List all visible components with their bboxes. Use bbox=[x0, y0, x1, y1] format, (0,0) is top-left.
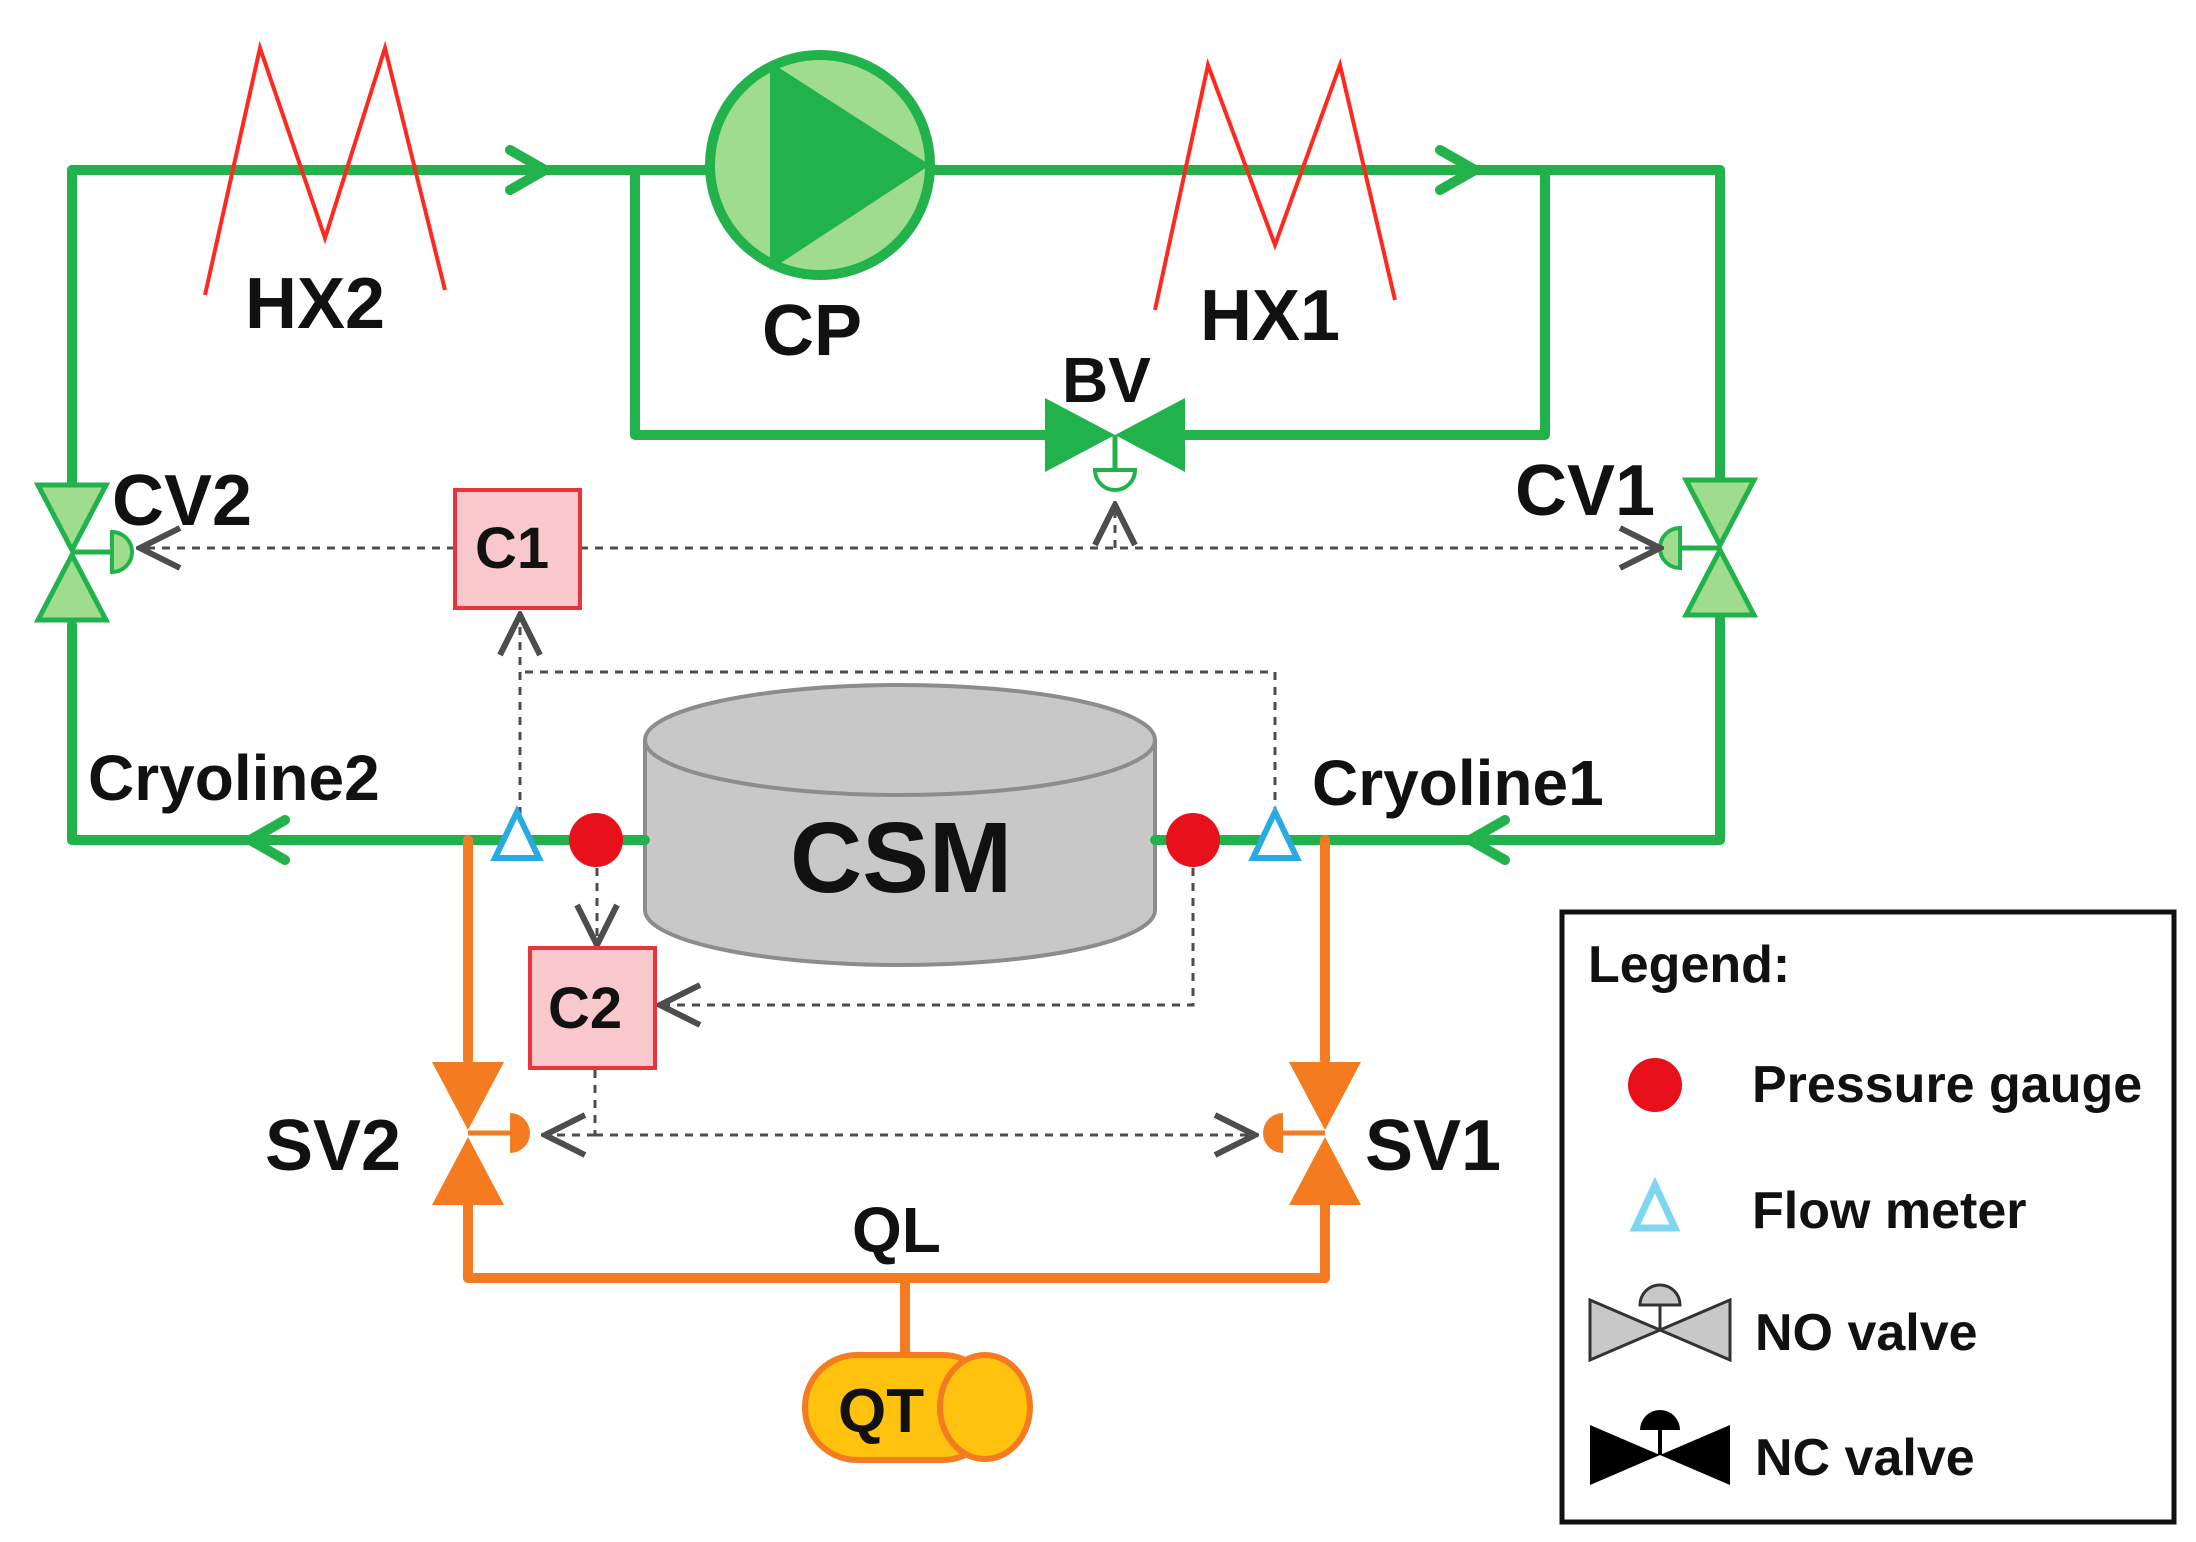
control-signals bbox=[140, 505, 1660, 1135]
csm-cryostat bbox=[643, 683, 1157, 967]
legend: Legend: Pressure gauge Flow meter NO val… bbox=[1559, 909, 2177, 1525]
qt-label: QT bbox=[838, 1377, 924, 1446]
cv1-label: CV1 bbox=[1515, 451, 1655, 531]
pressure-gauge-left bbox=[569, 813, 623, 867]
cp-label: CP bbox=[762, 291, 862, 371]
pressure-gauge-right bbox=[1166, 813, 1220, 867]
cv1-valve bbox=[1658, 477, 1759, 618]
controller-c2 bbox=[528, 946, 657, 1070]
legend-item-nc-valve: NC valve bbox=[1755, 1429, 1975, 1487]
circulation-pump bbox=[705, 50, 935, 280]
bv-label: BV bbox=[1062, 344, 1151, 416]
hx2-heat-exchanger bbox=[203, 40, 447, 296]
flow-arrow-top-right bbox=[1435, 145, 1480, 195]
red-dot-icon bbox=[1628, 1058, 1682, 1112]
cryoline1-label: Cryoline1 bbox=[1312, 747, 1604, 819]
flow-meter-left bbox=[490, 805, 544, 861]
hx1-heat-exchanger bbox=[1153, 57, 1397, 311]
ql-label: QL bbox=[852, 1194, 941, 1266]
legend-title: Legend: bbox=[1588, 936, 1790, 994]
legend-item-flow-meter: Flow meter bbox=[1752, 1182, 2027, 1240]
bypass-pipe bbox=[630, 165, 1550, 440]
hx2-label: HX2 bbox=[245, 264, 385, 344]
bypass-valve bbox=[1045, 398, 1185, 492]
c2-label: C2 bbox=[548, 976, 622, 1041]
flow-meter-right bbox=[1248, 805, 1302, 861]
flow-arrow-top-left bbox=[505, 145, 550, 195]
controller-c1 bbox=[453, 488, 582, 610]
sv2-label: SV2 bbox=[265, 1106, 401, 1186]
sv2-valve bbox=[432, 1062, 530, 1205]
nc-valve-icon bbox=[1590, 1410, 1730, 1485]
cv2-valve bbox=[33, 482, 134, 623]
hx1-label: HX1 bbox=[1200, 276, 1340, 356]
c1-label: C1 bbox=[475, 516, 549, 581]
csm-label: CSM bbox=[790, 802, 1012, 914]
cv2-label: CV2 bbox=[112, 461, 252, 541]
flow-arrow-cryoline1 bbox=[1465, 815, 1510, 865]
no-valve-icon bbox=[1588, 1283, 1732, 1363]
sv1-valve bbox=[1263, 1062, 1361, 1205]
quench-line bbox=[463, 835, 1330, 1360]
cyan-triangle-icon bbox=[1629, 1176, 1681, 1232]
legend-item-pressure-gauge: Pressure gauge bbox=[1752, 1056, 2142, 1114]
flow-arrow-cryoline2 bbox=[245, 815, 290, 865]
cryoline2-label: Cryoline2 bbox=[88, 742, 380, 814]
sv1-label: SV1 bbox=[1365, 1106, 1501, 1186]
quench-tank bbox=[802, 1352, 1033, 1463]
legend-item-no-valve: NO valve bbox=[1755, 1304, 1978, 1362]
